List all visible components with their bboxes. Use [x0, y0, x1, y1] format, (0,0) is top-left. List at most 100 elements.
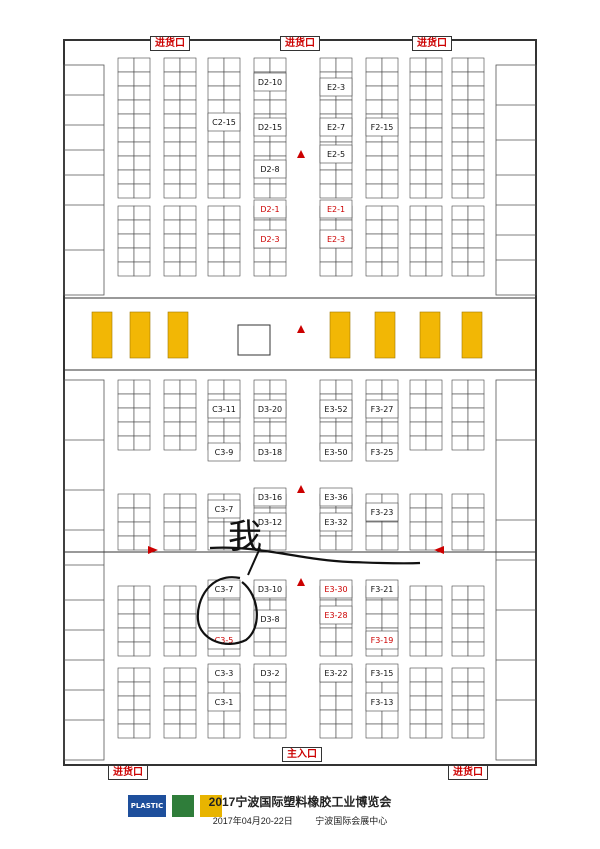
booth[interactable] — [467, 435, 485, 451]
hall-block[interactable] — [319, 199, 353, 219]
booth[interactable] — [425, 599, 443, 615]
booth[interactable] — [467, 155, 485, 171]
booth[interactable] — [117, 521, 135, 537]
booth[interactable] — [223, 723, 241, 739]
booth[interactable] — [467, 57, 485, 73]
booth[interactable] — [163, 667, 181, 683]
booth[interactable] — [163, 393, 181, 409]
booth[interactable] — [179, 709, 197, 725]
booth[interactable] — [335, 723, 353, 739]
booth[interactable] — [409, 85, 427, 101]
entrance-top-right[interactable]: 进货口 — [412, 36, 452, 51]
booth[interactable] — [179, 435, 197, 451]
booth[interactable] — [409, 99, 427, 115]
booth[interactable] — [425, 219, 443, 235]
booth[interactable] — [335, 641, 353, 657]
booth[interactable] — [425, 127, 443, 143]
booth[interactable] — [117, 379, 135, 395]
booth[interactable] — [179, 393, 197, 409]
booth[interactable] — [133, 407, 151, 423]
booth[interactable] — [425, 99, 443, 115]
booth[interactable] — [163, 407, 181, 423]
booth[interactable] — [269, 535, 287, 551]
booth[interactable] — [425, 85, 443, 101]
booth[interactable] — [365, 155, 383, 171]
booth[interactable] — [467, 261, 485, 277]
booth[interactable] — [381, 141, 399, 157]
booth[interactable] — [425, 613, 443, 629]
booth[interactable] — [133, 85, 151, 101]
booth[interactable] — [409, 57, 427, 73]
booth[interactable] — [179, 613, 197, 629]
booth[interactable] — [269, 421, 287, 437]
hall-block[interactable] — [253, 512, 287, 532]
booth[interactable] — [425, 435, 443, 451]
booth[interactable] — [451, 709, 469, 725]
booth[interactable] — [179, 627, 197, 643]
booth[interactable] — [179, 723, 197, 739]
booth[interactable] — [253, 379, 271, 395]
booth[interactable] — [133, 641, 151, 657]
booth[interactable] — [163, 169, 181, 185]
booth[interactable] — [467, 233, 485, 249]
booth[interactable] — [179, 57, 197, 73]
hall-block[interactable] — [207, 663, 241, 683]
booth[interactable] — [467, 141, 485, 157]
booth[interactable] — [467, 407, 485, 423]
booth[interactable] — [207, 247, 225, 263]
booth[interactable] — [117, 493, 135, 509]
booth[interactable] — [335, 183, 353, 199]
booth[interactable] — [133, 695, 151, 711]
booth[interactable] — [467, 113, 485, 129]
booth[interactable] — [179, 641, 197, 657]
booth[interactable] — [451, 681, 469, 697]
booth[interactable] — [253, 723, 271, 739]
booth[interactable] — [133, 57, 151, 73]
booth[interactable] — [133, 723, 151, 739]
booth[interactable] — [117, 507, 135, 523]
booth[interactable] — [425, 521, 443, 537]
booth[interactable] — [451, 155, 469, 171]
booth[interactable] — [269, 247, 287, 263]
booth[interactable] — [335, 421, 353, 437]
booth[interactable] — [253, 183, 271, 199]
booth[interactable] — [467, 71, 485, 87]
booth[interactable] — [451, 667, 469, 683]
booth[interactable] — [223, 535, 241, 551]
booth[interactable] — [409, 219, 427, 235]
booth[interactable] — [409, 393, 427, 409]
booth[interactable] — [425, 183, 443, 199]
booth[interactable] — [207, 709, 225, 725]
booth[interactable] — [207, 261, 225, 277]
booth[interactable] — [223, 71, 241, 87]
booth[interactable] — [335, 695, 353, 711]
booth[interactable] — [319, 183, 337, 199]
booth[interactable] — [117, 71, 135, 87]
hall-block[interactable] — [365, 442, 399, 462]
hall-block[interactable] — [253, 442, 287, 462]
booth[interactable] — [425, 141, 443, 157]
booth[interactable] — [163, 681, 181, 697]
booth[interactable] — [409, 407, 427, 423]
booth[interactable] — [269, 709, 287, 725]
hall-block[interactable] — [207, 442, 241, 462]
booth[interactable] — [467, 247, 485, 263]
hall-block[interactable] — [253, 229, 287, 249]
booth[interactable] — [179, 535, 197, 551]
booth[interactable] — [133, 261, 151, 277]
booth[interactable] — [133, 169, 151, 185]
booth[interactable] — [253, 421, 271, 437]
booth[interactable] — [319, 695, 337, 711]
booth[interactable] — [117, 435, 135, 451]
hall-block[interactable] — [319, 487, 353, 507]
booth[interactable] — [409, 681, 427, 697]
booth[interactable] — [117, 613, 135, 629]
booth[interactable] — [365, 183, 383, 199]
hall-block[interactable] — [365, 399, 399, 419]
booth[interactable] — [409, 667, 427, 683]
booth[interactable] — [117, 155, 135, 171]
booth[interactable] — [467, 85, 485, 101]
booth[interactable] — [269, 183, 287, 199]
hall-block[interactable] — [253, 199, 287, 219]
booth[interactable] — [133, 183, 151, 199]
